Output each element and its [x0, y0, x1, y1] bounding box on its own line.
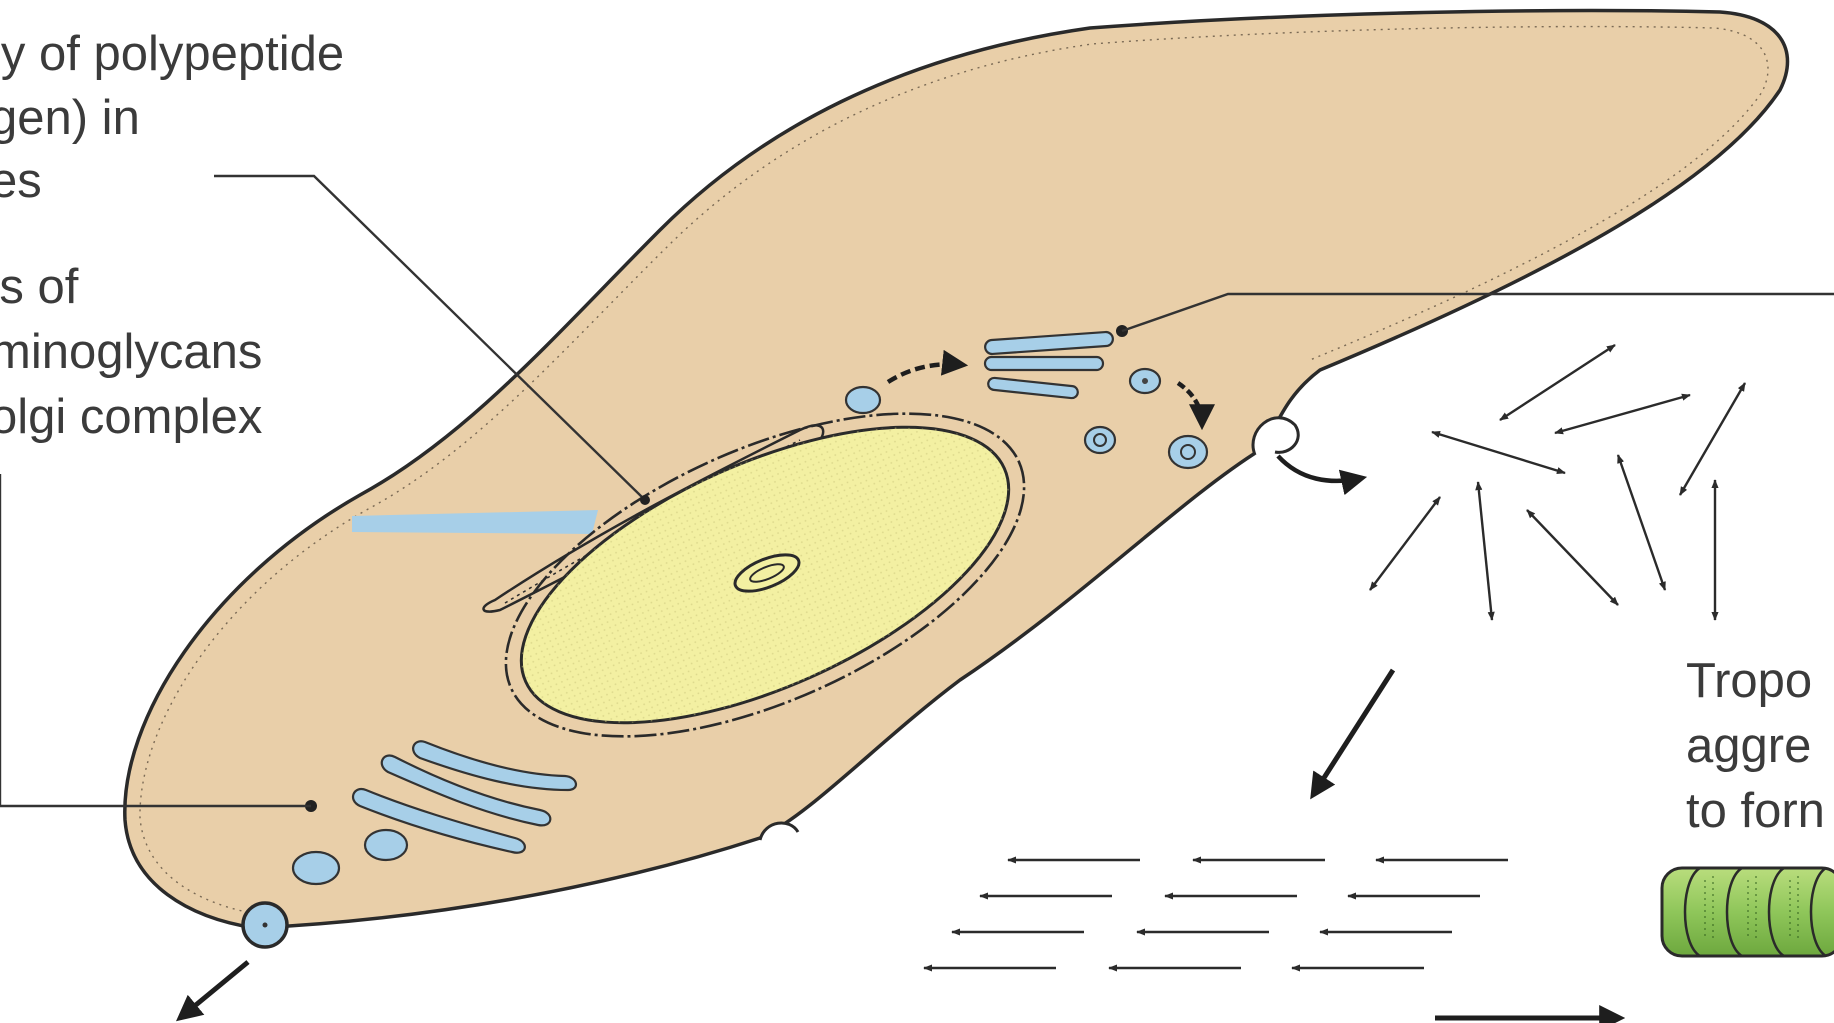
svg-text:to forn: to forn — [1686, 784, 1825, 838]
svg-text:'s of: 's of — [0, 260, 79, 314]
label-polypeptide-synthesis: ly of polypeptide gen) in es — [0, 27, 344, 208]
leader-golgi — [0, 474, 311, 808]
secretory-vesicles-lower — [291, 800, 409, 886]
label-tropocollagen-aggregation: Tropo aggre to forn — [1686, 654, 1825, 838]
tropocollagen-arrow — [1526, 509, 1619, 606]
golgi-complex-upper — [983, 325, 1128, 400]
exocytosis-pit — [1251, 416, 1368, 496]
transport-arrow-er-to-golgi — [886, 349, 969, 384]
golgi-complex-lower — [351, 740, 577, 854]
aggregation-arrow — [1310, 668, 1396, 800]
tropocollagen-molecules-aligned — [923, 856, 1508, 972]
tropocollagen-arrow — [1499, 343, 1616, 422]
svg-text:aggre: aggre — [1686, 719, 1811, 773]
secretion-arrow-lower — [175, 960, 250, 1022]
tropocollagen-arrow — [1431, 430, 1566, 475]
svg-text:gen) in: gen) in — [0, 91, 140, 145]
membrane-notch — [758, 821, 800, 841]
leader-golgi-upper-right — [1121, 292, 1834, 333]
tropocollagen-molecules-random — [1369, 343, 1747, 621]
svg-text:es: es — [0, 154, 42, 208]
nucleus — [504, 412, 1026, 738]
svg-text:Tropo: Tropo — [1686, 654, 1812, 708]
tropocollagen-arrow — [1369, 496, 1441, 591]
svg-text:ly of polypeptide: ly of polypeptide — [0, 27, 344, 81]
tropocollagen-arrow — [1616, 454, 1667, 591]
secretory-vesicles-upper — [844, 367, 1209, 470]
tropocollagen-arrow — [1554, 393, 1691, 435]
nucleolus — [733, 553, 801, 593]
tropocollagen-arrow — [1475, 481, 1495, 621]
leader-polypeptide-dot — [640, 495, 650, 505]
tropocollagen-arrow — [1678, 382, 1747, 496]
collagen-fibril — [1660, 866, 1834, 958]
exocytosis-vesicle-lower — [175, 901, 289, 1022]
svg-text:minoglycans: minoglycans — [0, 325, 262, 379]
svg-text:olgi complex: olgi complex — [0, 390, 262, 444]
label-golgi-synthesis: 's of minoglycans olgi complex — [0, 260, 262, 444]
transport-arrow-golgi-to-vesicle — [1176, 381, 1215, 431]
secretion-arrow — [1276, 454, 1368, 496]
er-projection — [352, 510, 598, 534]
leader-polypeptide — [214, 174, 646, 501]
nuclear-envelope — [504, 412, 1026, 738]
